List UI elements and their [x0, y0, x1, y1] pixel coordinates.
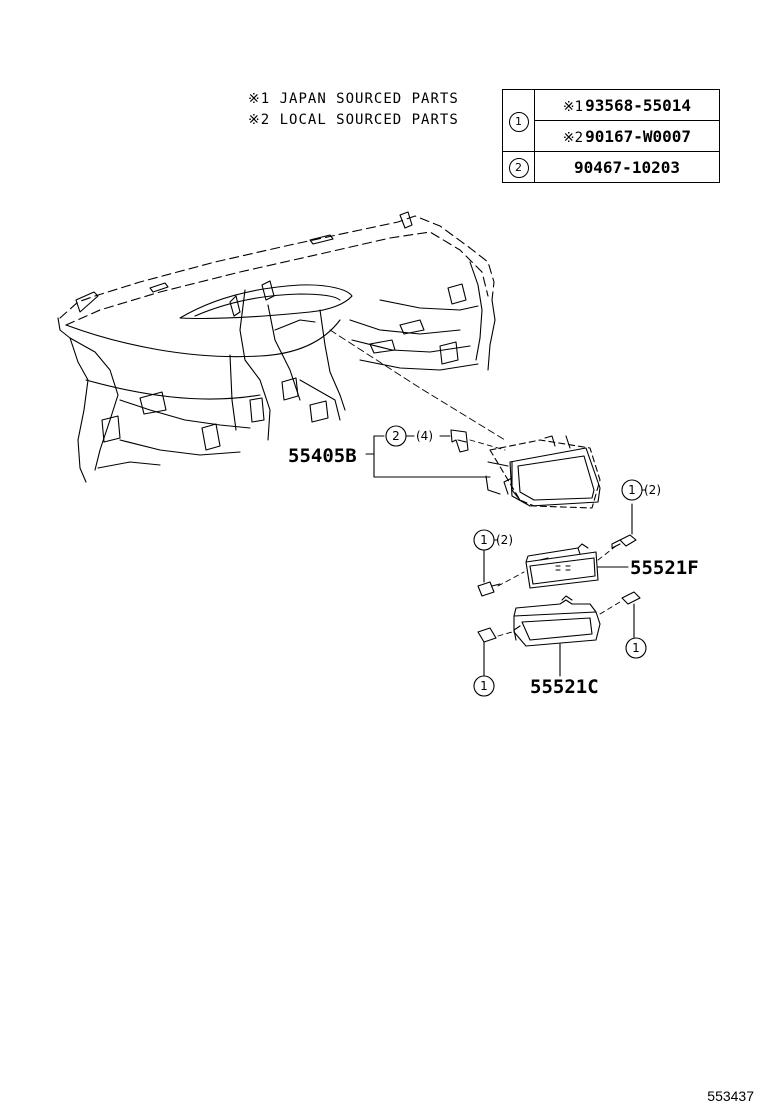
document-id: 553437	[707, 1088, 754, 1104]
leader-55405b	[365, 435, 491, 478]
part-label-55405b: 55405B	[288, 445, 357, 467]
legend-mark-2: ※2	[248, 112, 271, 128]
callout-label-1: 1	[480, 679, 488, 693]
clip-icon	[450, 429, 469, 453]
callout-circle-1	[473, 675, 495, 697]
part-number: 93568-55014	[585, 95, 692, 115]
part-number: 90167-W0007	[585, 126, 692, 146]
callout-label-2: 2	[392, 429, 400, 443]
parts-table-part-cell: 90467-10203	[534, 151, 720, 183]
dashboard-drawing	[57, 211, 496, 483]
index-circle: 1	[508, 111, 529, 132]
switch-bezel-drawing	[525, 543, 599, 589]
source-mark: ※2	[562, 129, 584, 146]
screw-icon	[477, 627, 497, 677]
source-mark: ※1	[562, 98, 584, 115]
quantity-label: (2)	[496, 533, 513, 547]
callout-label-1: 1	[632, 641, 640, 655]
screw-icon	[477, 547, 501, 597]
pocket-drawing	[513, 595, 601, 647]
screw-icon	[611, 503, 637, 549]
index-circle: 2	[508, 158, 529, 178]
center-bezel-drawing	[485, 435, 601, 509]
part-number: 90467-10203	[574, 157, 680, 177]
parts-table-row: 2 90467-10203	[502, 151, 720, 183]
callout-label-1: 1	[480, 533, 488, 547]
quantity-label: (2)	[644, 483, 661, 497]
callout-circle-1	[625, 637, 647, 659]
callout-label-1: 1	[628, 483, 636, 497]
install-guide-line	[329, 329, 506, 441]
legend-mark-1: ※1	[248, 91, 271, 107]
screw-icon	[621, 591, 641, 639]
part-label-55521f: 55521F	[630, 557, 699, 579]
legend-text-1: JAPAN SOURCED PARTS	[279, 91, 459, 107]
part-label-55521c: 55521C	[530, 676, 599, 698]
parts-table-index-cell: 2	[502, 151, 535, 183]
quantity-label: (4)	[416, 429, 433, 443]
legend-line-2: ※2 LOCAL SOURCED PARTS	[248, 112, 459, 128]
legend-text-2: LOCAL SOURCED PARTS	[279, 112, 459, 128]
legend-line-1: ※1 JAPAN SOURCED PARTS	[248, 91, 459, 107]
